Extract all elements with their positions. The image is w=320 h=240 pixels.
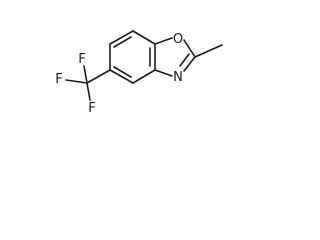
atom-fluorine-bottom-label: F xyxy=(88,101,95,116)
trifluoromethyl-group xyxy=(65,65,111,101)
bond-c4-c3a xyxy=(132,69,156,84)
bond-cf3-f-left xyxy=(65,79,88,84)
bond-c7-c6 xyxy=(109,30,134,45)
bond-cf3-f-top xyxy=(83,65,88,84)
bond-c7a-o1 xyxy=(154,37,173,45)
methyl-group xyxy=(194,44,223,58)
molecule-structure: O N F F F xyxy=(55,30,223,116)
bond-c7a-c7 xyxy=(132,30,156,45)
benzene-ring xyxy=(109,30,156,84)
atom-oxygen-label: O xyxy=(173,32,183,47)
bond-cf3-f-bottom xyxy=(86,82,91,101)
bond-c5-c4 xyxy=(109,69,134,84)
bond-c5-cf3 xyxy=(86,69,111,84)
atom-fluorine-left-label: F xyxy=(55,72,62,87)
bond-o1-c2 xyxy=(183,39,196,58)
atom-fluorine-top-label: F xyxy=(78,52,85,67)
bond-n3-c3a xyxy=(154,69,173,77)
oxazole-ring xyxy=(154,37,196,77)
double-bond-c7-c6 xyxy=(113,36,132,48)
double-bond-c2-n3 xyxy=(179,53,190,67)
atom-nitrogen-label: N xyxy=(173,70,183,85)
bond-c2-n3 xyxy=(183,56,196,72)
double-bond-c5-c4 xyxy=(113,66,132,78)
bond-c2-methyl xyxy=(194,44,223,58)
